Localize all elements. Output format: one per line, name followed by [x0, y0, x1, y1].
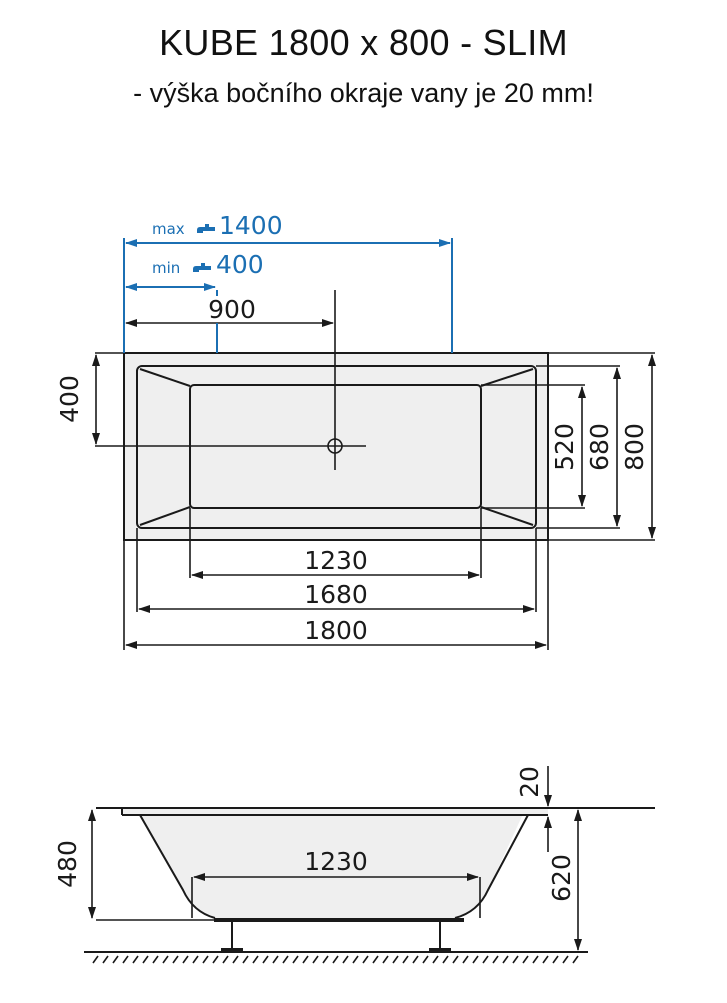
page-subtitle: - výška bočního okraje vany je 20 mm!: [133, 78, 594, 108]
faucet-min-value: 400: [216, 250, 264, 279]
faucet-range: max 1400 min 400: [123, 211, 453, 353]
floor-hatch: [92, 955, 579, 964]
faucet-icon: [197, 224, 215, 233]
side-view: 1230 480 20 620: [53, 766, 655, 964]
dim-rim-length: 1680: [304, 580, 368, 609]
dim-inner-width: 520: [550, 423, 579, 471]
dim-inner-length: 1230: [304, 546, 368, 575]
dim-total-height: 620: [547, 854, 576, 902]
drain-symbol: [95, 290, 366, 470]
dim-tub-depth: 480: [53, 840, 82, 888]
top-view: 900 400 max 1400 min 400 1230: [55, 211, 656, 650]
dim-drain-offset-y: 400: [55, 375, 84, 423]
dim-outer-length: 1800: [304, 616, 368, 645]
dim-bottom-length: 1230: [304, 847, 368, 876]
faucet-max-value: 1400: [219, 211, 283, 240]
page-title: KUBE 1800 x 800 - SLIM: [159, 22, 568, 63]
tub-rim-rect: [136, 365, 537, 529]
dim-rim-thickness: 20: [515, 766, 544, 798]
dim-outer-width: 800: [620, 423, 649, 471]
dim-rim-width: 680: [585, 423, 614, 471]
faucet-icon: [193, 263, 211, 272]
dim-drain-offset-x: 900: [208, 295, 256, 324]
faucet-max-label: max: [152, 220, 185, 238]
faucet-min-label: min: [152, 259, 180, 277]
